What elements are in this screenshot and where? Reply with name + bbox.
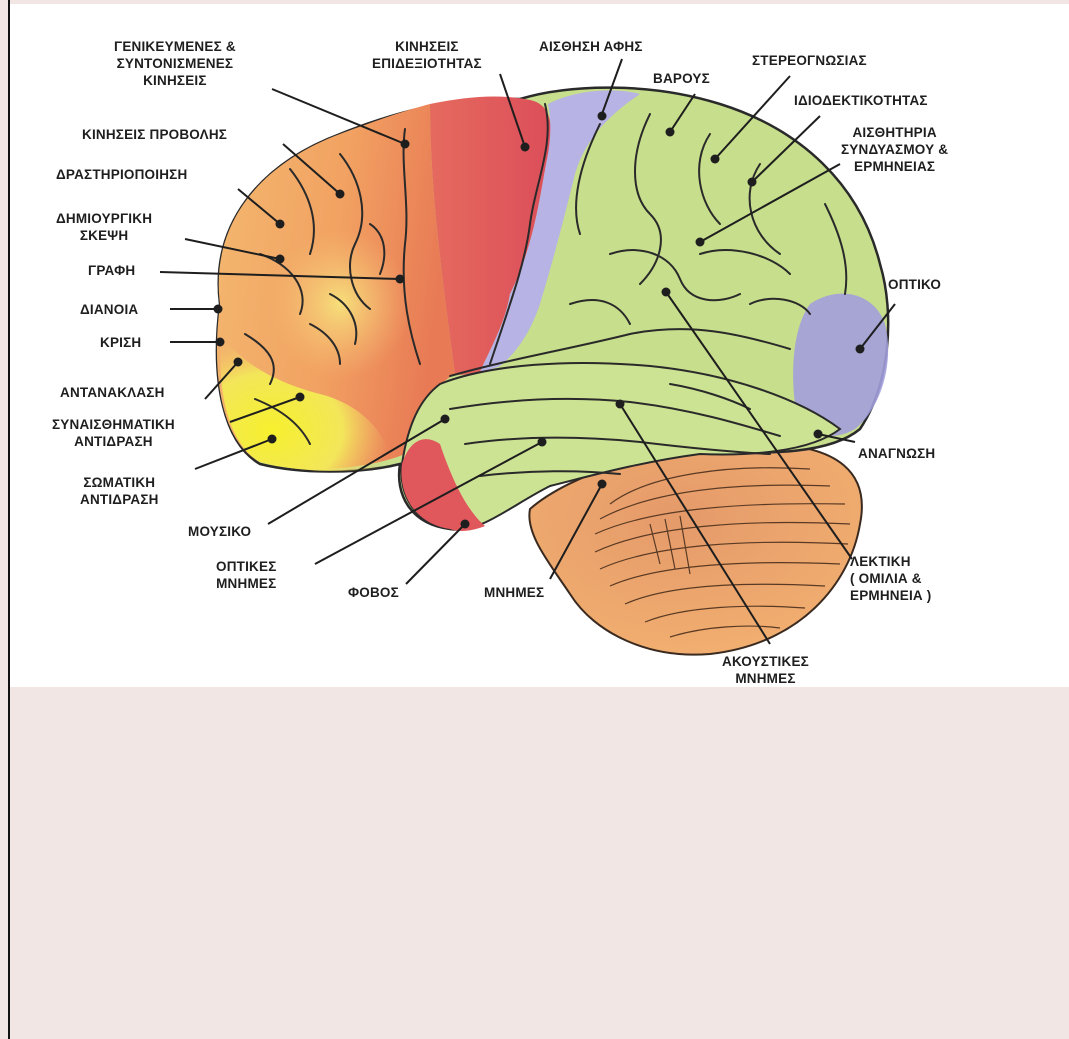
label-visual: ΟΠΤΙΚΟ: [888, 276, 941, 293]
label-fear: ΦΟΒΟΣ: [348, 584, 399, 601]
label-somatic-reaction: ΣΩΜΑΤΙΚΗΑΝΤΙΔΡΑΣΗ: [80, 474, 159, 508]
label-touch-sensation: ΑΙΣΘΗΣΗ ΑΦΗΣ: [539, 38, 643, 55]
label-visual-memories: ΟΠΤΙΚΕΣΜΝΗΜΕΣ: [216, 558, 277, 592]
label-emotional-reaction: ΣΥΝΑΙΣΘΗΜΑΤΙΚΗΑΝΤΙΔΡΑΣΗ: [52, 416, 175, 450]
label-musical: ΜΟΥΣΙΚΟ: [188, 523, 251, 540]
label-proprioception: ΙΔΙΟΔΕΚΤΙΚΟΤΗΤΑΣ: [794, 92, 928, 109]
label-skilled-movements: ΚΙΝΗΣΕΙΣΕΠΙΔΕΞΙΟΤΗΤΑΣ: [372, 38, 482, 72]
label-reading: ΑΝΑΓΝΩΣΗ: [858, 445, 935, 462]
label-memories: ΜΝΗΜΕΣ: [484, 584, 544, 601]
label-coordinated-movements: ΓΕΝΙΚΕΥΜΕΝΕΣ &ΣΥΝΤΟΝΙΣΜΕΝΕΣΚΙΝΗΣΕΙΣ: [114, 38, 236, 89]
label-sensory-association: ΑΙΣΘΗΤΗΡΙΑΣΥΝΔΥΑΣΜΟΥ &ΕΡΜΗΝΕΙΑΣ: [841, 124, 948, 175]
label-activation: ΔΡΑΣΤΗΡΙΟΠΟΙΗΣΗ: [56, 166, 187, 183]
label-reflection: ΑΝΤΑΝΑΚΛΑΣΗ: [60, 384, 165, 401]
label-writing: ΓΡΑΦΗ: [88, 262, 135, 279]
label-weight: ΒΑΡΟΥΣ: [653, 70, 710, 87]
label-verbal: ΛΕΚΤΙΚΗ( ΟΜΙΛΙΑ &ΕΡΜΗΝΕΙΑ ): [850, 553, 932, 604]
label-creative-thinking: ΔΗΜΙΟΥΡΓΙΚΗΣΚΕΨΗ: [56, 210, 152, 244]
label-stereognosis: ΣΤΕΡΕΟΓΝΩΣΙΑΣ: [752, 52, 867, 69]
label-judgement: ΚΡΙΣΗ: [100, 334, 141, 351]
brain-diagram: ΓΕΝΙΚΕΥΜΕΝΕΣ &ΣΥΝΤΟΝΙΣΜΕΝΕΣΚΙΝΗΣΕΙΣ ΚΙΝΗ…: [10, 4, 1069, 687]
label-projection-movements: ΚΙΝΗΣΕΙΣ ΠΡΟΒΟΛΗΣ: [82, 126, 227, 143]
label-intellect: ΔΙΑΝΟΙΑ: [80, 301, 138, 318]
label-auditory-memories: ΑΚΟΥΣΤΙΚΕΣΜΝΗΜΕΣ: [722, 653, 809, 687]
